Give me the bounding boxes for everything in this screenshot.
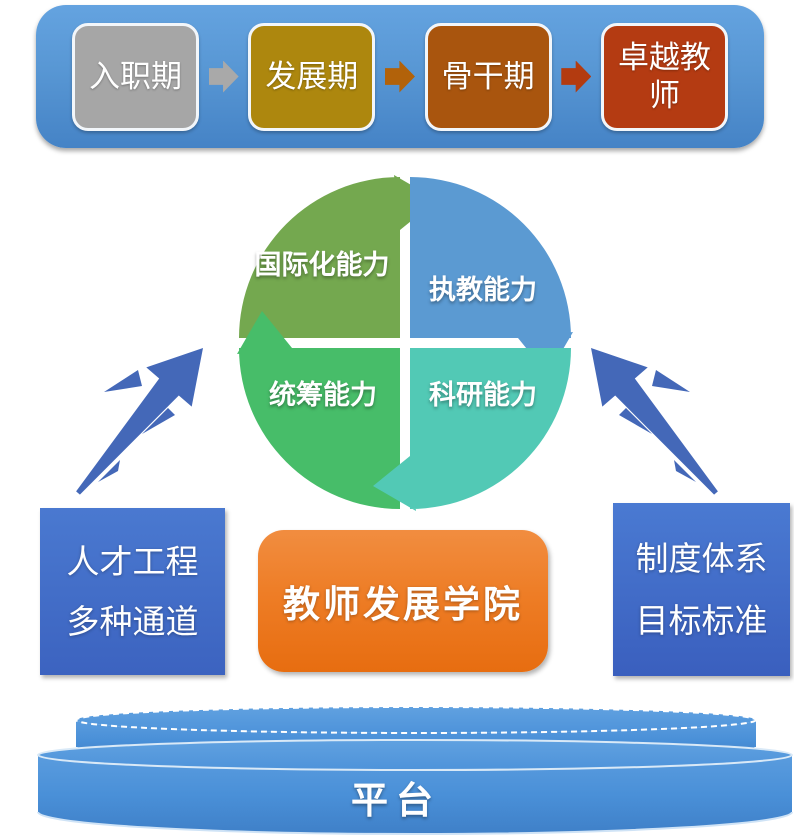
- stage-box-backbone: 骨干期: [424, 22, 552, 131]
- stage-label: 入职期: [89, 58, 182, 94]
- platform-lower-disc: [37, 739, 793, 835]
- stage-box-excellent-teacher: 卓越教师: [600, 22, 728, 131]
- stage-box-onboarding: 入职期: [72, 22, 199, 131]
- pillar-line: 目标标准: [635, 601, 768, 639]
- pillar-line: 人才工程: [66, 542, 199, 580]
- pillar-line: 多种通道: [66, 602, 199, 640]
- quadrant-label-coordination: 统筹能力: [269, 380, 377, 410]
- brush-arrow-icon: [76, 348, 203, 495]
- arrow-right-icon: [384, 60, 415, 93]
- quadrant-label-research: 科研能力: [429, 380, 537, 410]
- career-stages-banner: 入职期 发展期 骨干期 卓越教师: [36, 5, 764, 148]
- stage-label: 发展期: [265, 58, 359, 94]
- arrow-right-icon: [561, 60, 592, 93]
- platform-cylinder: [37, 706, 793, 835]
- quadrant-label-teaching: 执教能力: [429, 275, 537, 305]
- side-arrows: [76, 348, 718, 495]
- pillar-line: 制度体系: [635, 539, 768, 577]
- quadrant-label-international: 国际化能力: [254, 250, 390, 280]
- pillar-talent-project: 人才工程 多种通道: [40, 508, 225, 675]
- arrow-right-icon: [208, 60, 239, 93]
- brush-arrow-icon: [591, 348, 718, 495]
- stage-label: 卓越教师: [617, 40, 711, 113]
- pillar-teacher-development-college: 教师发展学院: [258, 530, 548, 672]
- stage-label: 骨干期: [441, 58, 535, 94]
- stage-box-development: 发展期: [248, 22, 376, 131]
- platform-label: 平台: [351, 780, 441, 821]
- pillar-title: 教师发展学院: [283, 584, 523, 625]
- pillar-system-standards: 制度体系 目标标准: [613, 503, 790, 676]
